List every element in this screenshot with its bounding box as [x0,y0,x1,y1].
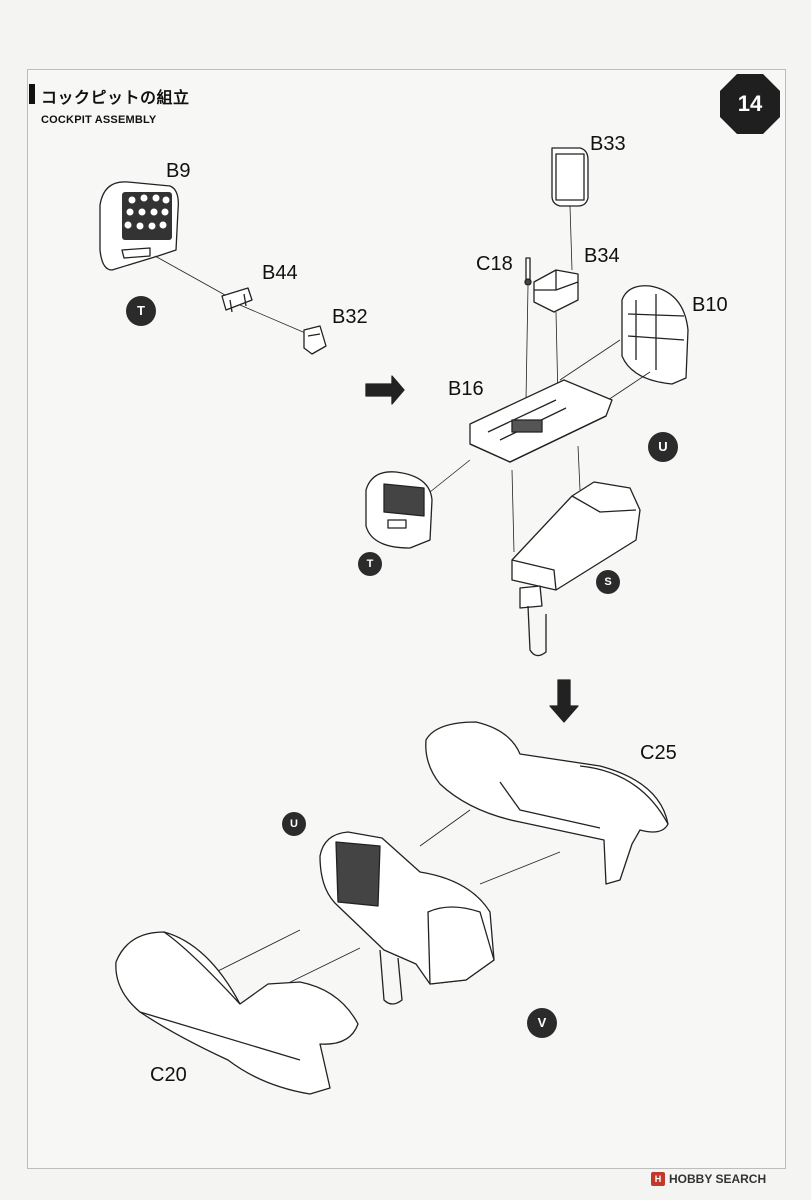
label-b16: B16 [448,378,484,400]
step-badge-octagon [720,74,780,134]
arrow-right [365,375,405,405]
label-b34: B34 [584,245,620,267]
brand-text: HOBBY SEARCH [669,1172,767,1186]
label-b10: B10 [692,294,728,316]
part-t-panel [365,471,433,549]
arrow-down [549,679,579,723]
marker-u-bottom: U [282,812,306,836]
label-c18: C18 [476,253,513,275]
part-c18 [524,257,532,286]
brand-mark: H [651,1172,665,1186]
part-c25 [425,721,669,885]
marker-t-top: T [126,296,156,326]
label-b32: B32 [332,306,368,328]
label-b33: B33 [590,133,626,155]
header-bar [29,84,35,104]
label-b9: B9 [166,160,191,182]
part-b10 [621,285,689,385]
label-b44: B44 [262,262,298,284]
label-c20: C20 [150,1064,187,1086]
step-number: 14 [737,91,763,116]
part-b33 [551,147,589,207]
part-b44 [221,287,253,313]
label-c25: C25 [640,742,677,764]
marker-t-middle: T [358,552,382,576]
section-title-english: COCKPIT ASSEMBLY [41,114,157,126]
part-u-assembly [319,831,495,1005]
marker-u-top: U [648,432,678,462]
part-c20 [115,931,359,1095]
part-b32 [303,325,327,355]
section-title-japanese: コックピットの組立 [41,88,190,107]
part-s-fuselage-tub [511,481,641,657]
marker-v: V [527,1008,557,1038]
part-b9-instrument-panel [99,181,179,271]
part-b34 [533,269,579,313]
footer-watermark: H HOBBY SEARCH [651,1172,766,1186]
part-b16 [469,379,613,463]
marker-s: S [596,570,620,594]
